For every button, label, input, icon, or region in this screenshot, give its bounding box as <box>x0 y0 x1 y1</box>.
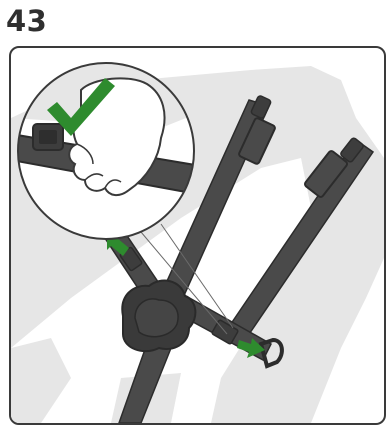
step-number: 43 <box>6 4 48 38</box>
left-shoulder-strap <box>151 95 276 321</box>
arrow-right-icon <box>237 338 265 358</box>
instruction-panel <box>9 46 386 425</box>
zoom-pointer-lines <box>140 223 234 335</box>
center-buckle <box>121 279 197 353</box>
checkmark-icon <box>47 78 115 136</box>
harness-illustration <box>11 62 384 423</box>
